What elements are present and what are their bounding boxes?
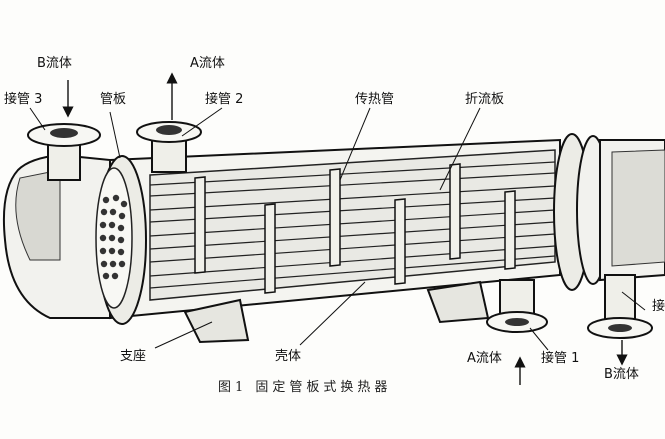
label-nozzle-3: 接管 3 bbox=[4, 92, 43, 107]
leader-lines bbox=[29, 107, 646, 351]
label-nozzle-right-partial: 接 bbox=[652, 299, 665, 314]
tube-bundle bbox=[149, 161, 556, 289]
label-support: 支座 bbox=[120, 349, 147, 364]
label-nozzle-1: 接管 1 bbox=[541, 351, 580, 366]
label-b-fluid-top: B流体 bbox=[37, 56, 72, 71]
supports bbox=[183, 280, 490, 344]
label-nozzle-2: 接管 2 bbox=[205, 92, 244, 107]
tube-holes bbox=[99, 194, 128, 280]
label-a-fluid-top: A流体 bbox=[190, 56, 225, 71]
flow-arrows bbox=[62, 72, 628, 385]
label-heat-tube: 传热管 bbox=[355, 92, 395, 107]
label-shell: 壳体 bbox=[275, 349, 302, 364]
nozzle-3 bbox=[27, 123, 101, 181]
label-tube-sheet: 管板 bbox=[100, 92, 127, 107]
tube-sheet bbox=[95, 155, 147, 325]
label-b-fluid-bottom: B流体 bbox=[604, 367, 639, 382]
figure-caption: 图1 固定管板式换热器 bbox=[218, 380, 392, 395]
label-baffle: 折流板 bbox=[465, 92, 505, 107]
baffles bbox=[194, 163, 516, 294]
left-head bbox=[2, 153, 111, 319]
right-head bbox=[599, 139, 665, 282]
label-a-fluid-bottom: A流体 bbox=[467, 351, 502, 366]
nozzle-1 bbox=[486, 279, 548, 333]
nozzle-b-outlet bbox=[587, 274, 653, 339]
nozzle-2 bbox=[136, 121, 202, 173]
